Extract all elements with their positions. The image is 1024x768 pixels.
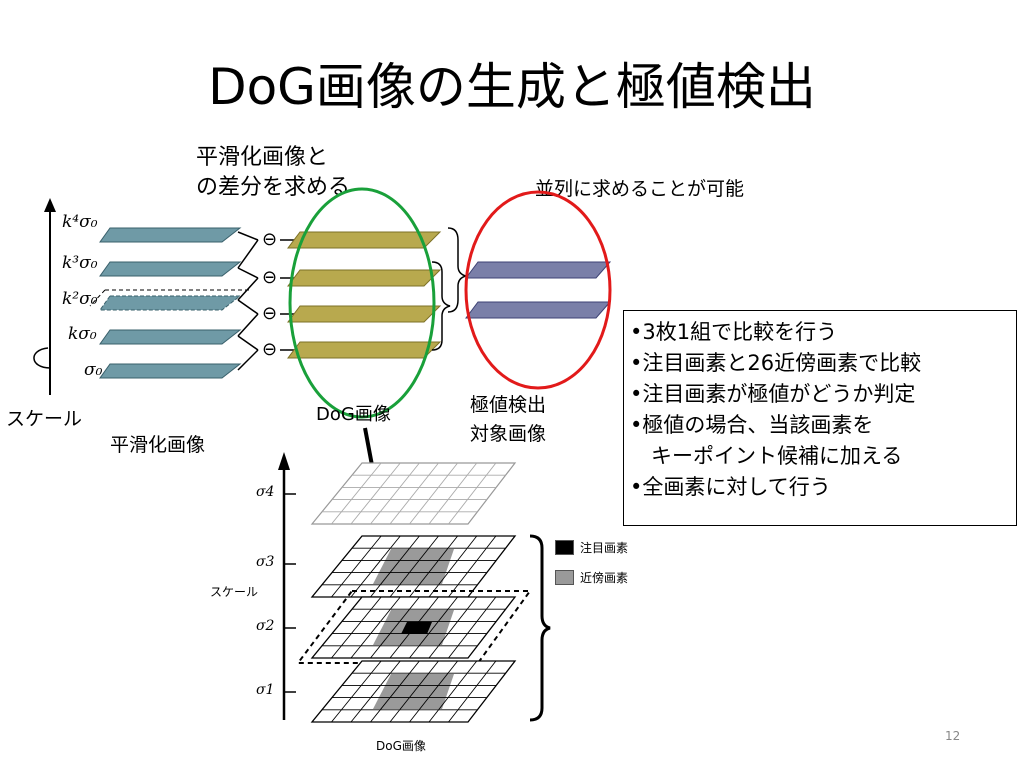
brace-lower bbox=[431, 261, 451, 351]
grid-layer-sigma3 bbox=[310, 535, 517, 598]
dog-layer-4 bbox=[287, 231, 442, 249]
extrema-layer-1 bbox=[465, 301, 612, 319]
diff-caption-line1: 平滑化画像と bbox=[196, 145, 329, 170]
bottom-dog-caption: DoG画像 bbox=[376, 739, 426, 753]
page-number: 12 bbox=[945, 729, 961, 743]
legend-target-label: 注目画素 bbox=[580, 541, 629, 555]
scale-label: スケール bbox=[6, 408, 83, 430]
bullet-item: •注目画素が極値がどうか判定 bbox=[630, 382, 916, 406]
scale-label-k4: k⁴σ₀ bbox=[62, 212, 98, 232]
bottom-scale-arrowhead bbox=[278, 452, 290, 470]
smoothed-layers bbox=[89, 227, 250, 379]
scale-label-k3: k³σ₀ bbox=[62, 253, 98, 273]
scale-label-k2: k²σ₀ bbox=[62, 289, 98, 309]
smoothed-layer-4 bbox=[99, 261, 242, 277]
grid-layer-sigma2 bbox=[296, 590, 532, 664]
bottom-figure bbox=[278, 452, 551, 723]
bullet-item: •全画素に対して行う bbox=[630, 475, 831, 499]
scale-label-k: kσ₀ bbox=[68, 324, 97, 344]
scale-axis-arrowhead bbox=[44, 198, 56, 212]
parallel-caption: 並列に求めることが可能 bbox=[535, 178, 745, 200]
legend-neighbor-label: 近傍画素 bbox=[580, 571, 629, 585]
extrema-highlight-ellipse bbox=[464, 190, 612, 390]
difference-arrows bbox=[237, 231, 296, 371]
bottom-scale-label: スケール bbox=[210, 585, 259, 599]
explanation-box: •3枚1組で比較を行う •注目画素と26近傍画素で比較 •注目画素が極値がどうか… bbox=[623, 310, 1017, 526]
bullet-item: キーポイント候補に加える bbox=[630, 444, 903, 468]
smoothed-layer-2 bbox=[99, 329, 242, 345]
smoothed-layer-5 bbox=[99, 227, 242, 243]
target-pixel bbox=[401, 622, 432, 634]
smoothed-layer-1 bbox=[99, 363, 242, 379]
bullet-item: •注目画素と26近傍画素で比較 bbox=[630, 351, 922, 375]
slide-title: DoG画像の生成と極値検出 bbox=[208, 58, 816, 116]
neighbor-region-sigma1 bbox=[373, 674, 454, 709]
sigma-label-1: σ1 bbox=[256, 682, 275, 698]
sigma-label-3: σ3 bbox=[256, 554, 275, 570]
extrema-layer-2 bbox=[465, 261, 612, 279]
extrema-label-line2: 対象画像 bbox=[470, 423, 547, 445]
dog-layer-3 bbox=[287, 269, 442, 287]
dog-image-label: DoG画像 bbox=[316, 404, 391, 425]
dog-highlight-ellipse bbox=[288, 187, 436, 419]
legend-target-swatch bbox=[555, 540, 574, 555]
smoothed-layer-3 bbox=[99, 295, 242, 311]
sigma-label-2: σ2 bbox=[256, 618, 275, 634]
bullet-item: •極値の場合、当該画素を bbox=[630, 413, 874, 437]
brace-upper bbox=[447, 227, 467, 313]
diff-caption-line2: の差分を求める bbox=[196, 175, 351, 200]
minus-icon: ⊖ bbox=[262, 339, 278, 360]
bullet-item: •3枚1組で比較を行う bbox=[630, 320, 838, 344]
scale-axis-curl bbox=[33, 347, 51, 369]
grid-layer-sigma4 bbox=[310, 462, 517, 525]
grid-layer-sigma1 bbox=[310, 660, 517, 723]
minus-icon: ⊖ bbox=[262, 229, 278, 250]
dashed-frame-sigma2 bbox=[296, 590, 532, 664]
dog-layer-1 bbox=[287, 341, 442, 359]
bottom-brace bbox=[529, 534, 551, 722]
sigma-label-4: σ4 bbox=[256, 484, 275, 500]
dog-layer-2 bbox=[287, 305, 442, 323]
minus-icon: ⊖ bbox=[262, 267, 278, 288]
minus-icon: ⊖ bbox=[262, 303, 278, 324]
smoothed-image-label: 平滑化画像 bbox=[110, 434, 206, 456]
extrema-label-line1: 極値検出 bbox=[470, 394, 547, 416]
legend-neighbor-swatch bbox=[555, 570, 574, 585]
scale-label-sigma0: σ₀ bbox=[84, 360, 103, 380]
dog-layers bbox=[287, 231, 442, 359]
neighbor-region-sigma3 bbox=[373, 549, 454, 584]
